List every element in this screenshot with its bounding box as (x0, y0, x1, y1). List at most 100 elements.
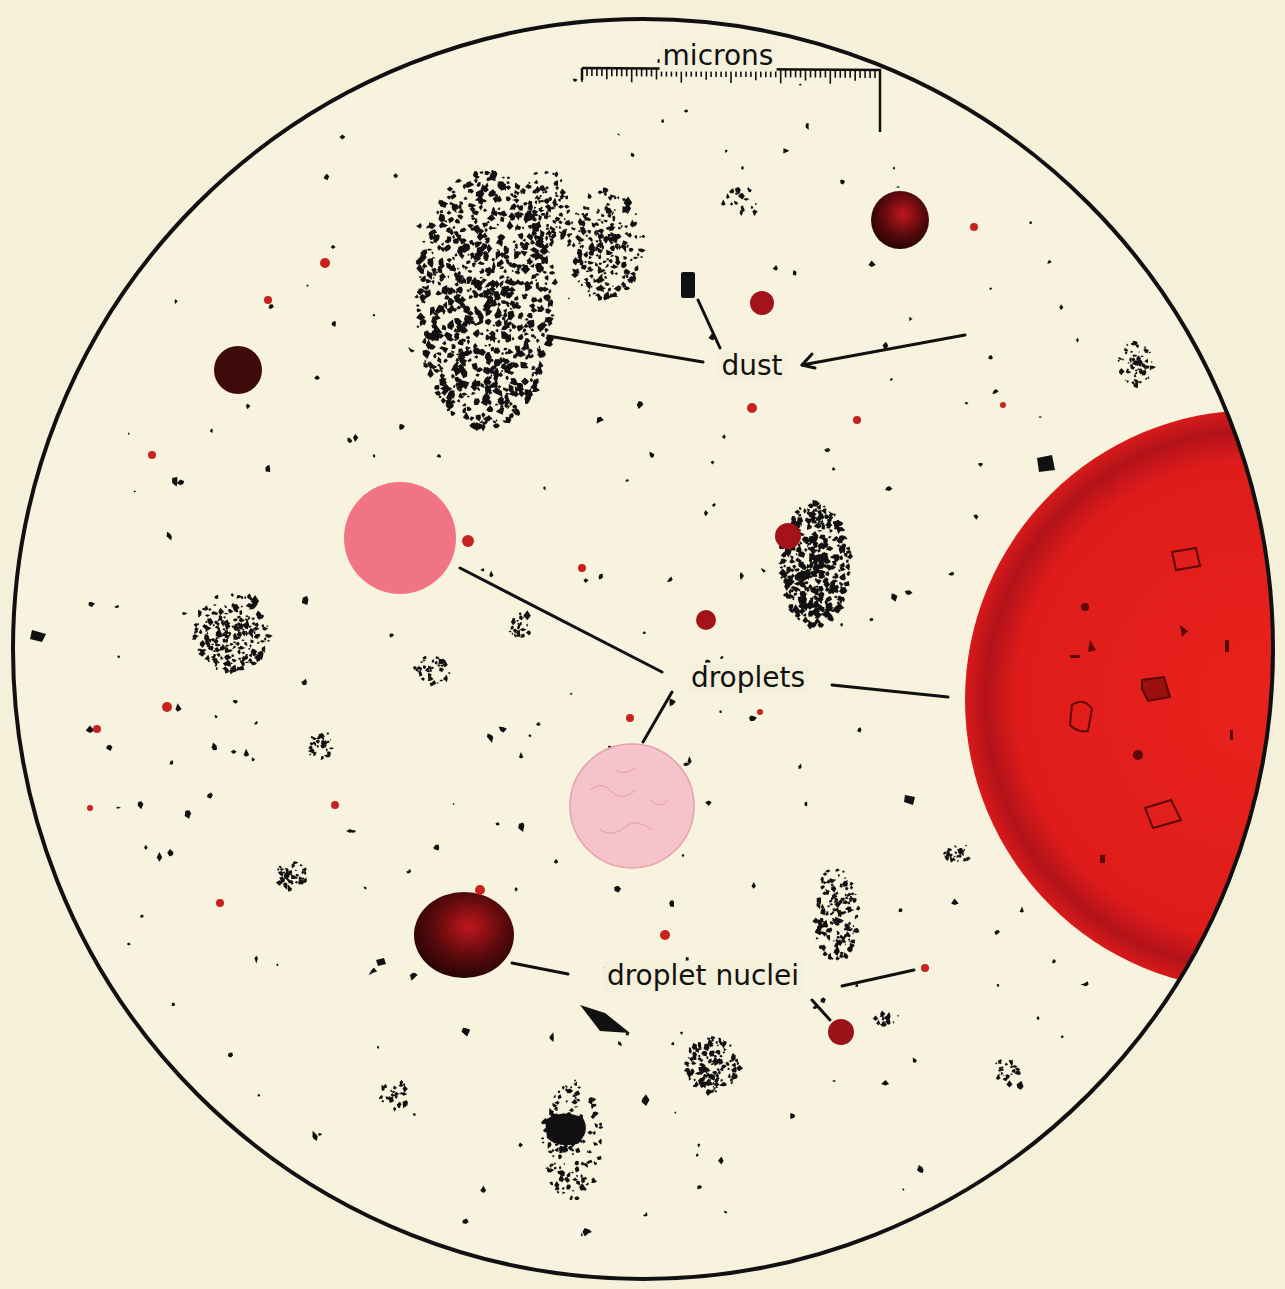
dust-speck (791, 574, 794, 579)
dust-speck (571, 221, 573, 225)
dust-speck (790, 586, 799, 593)
dust-speck (262, 627, 268, 631)
dust-speck (503, 387, 510, 392)
dust-speck (572, 242, 576, 247)
dust-speck (847, 553, 853, 560)
dust-speck (538, 221, 540, 225)
dust-speck (475, 211, 478, 216)
dust-speck (510, 308, 513, 310)
dust-speck (505, 285, 511, 292)
dust-speck (845, 563, 850, 571)
dust-speck (213, 654, 216, 657)
dust-speck (435, 310, 441, 314)
dust-speck (453, 368, 460, 374)
dust-speck (794, 572, 799, 578)
dust-speck (233, 641, 236, 643)
dust-speck (559, 213, 563, 217)
dust-speck (518, 281, 524, 285)
dust-speck (456, 362, 459, 365)
dust-speck (242, 632, 246, 637)
dust-speck (427, 270, 433, 280)
dust-speck (582, 213, 584, 216)
dust-speck (788, 608, 793, 613)
dust-speck (501, 370, 503, 372)
dust-speck (481, 412, 485, 418)
dust-speck (783, 565, 786, 568)
dust-speck (473, 329, 480, 336)
dust-speck (205, 642, 210, 648)
dust-speck (483, 300, 491, 312)
dust-speck (441, 387, 448, 395)
dust-speck (523, 202, 528, 206)
dust-speck (424, 330, 430, 339)
dust-speck (511, 301, 516, 306)
dust-speck (577, 249, 582, 254)
dust-speck (846, 559, 849, 563)
dust-speck (472, 264, 475, 268)
dust-speck (622, 206, 628, 212)
dust-speck (625, 232, 630, 235)
dust-speck (240, 660, 244, 664)
dust-speck (541, 333, 545, 337)
dust-speck (481, 187, 484, 190)
dust-speck (486, 272, 490, 276)
dust-speck (470, 242, 475, 246)
dust-speck (508, 212, 516, 219)
dust-speck (544, 171, 549, 174)
inclusions (1070, 603, 1233, 863)
dust-speck (475, 279, 481, 289)
dust-speck (549, 289, 552, 293)
dust-speck (470, 385, 475, 390)
dust-speck (471, 255, 476, 260)
dust-speck (803, 613, 807, 616)
dust-speck (640, 256, 644, 258)
dust-speck (194, 627, 198, 633)
dust-speck (240, 646, 242, 649)
dust-speck (430, 307, 435, 316)
dust-speck (541, 257, 546, 261)
dust-speck (842, 529, 845, 531)
dust-speck (546, 227, 549, 230)
dust-speck (531, 247, 538, 252)
dust-speck (467, 339, 470, 345)
dust-speck (589, 256, 592, 260)
dust-speck (842, 870, 845, 872)
dust-speck (538, 345, 540, 349)
dust-speck (819, 606, 823, 611)
dust-speck (452, 235, 455, 240)
dust-speck (813, 595, 817, 598)
dust-speck (488, 189, 496, 197)
dust-speck (501, 352, 503, 355)
dust-speck (822, 506, 826, 508)
dust-speck (479, 292, 485, 297)
dust-speck (830, 921, 834, 925)
dust-speck (453, 194, 457, 198)
dust-speck (471, 182, 474, 186)
dust-speck (491, 175, 496, 181)
dust-speck (432, 315, 440, 321)
dust-speck (532, 232, 535, 235)
dust-speck (540, 206, 543, 209)
dust-speck (422, 241, 426, 243)
dust-speck (562, 191, 566, 194)
dust-speck (457, 339, 463, 345)
dust-speck (520, 323, 522, 327)
dust-speck (534, 226, 536, 227)
dust-speck (613, 287, 617, 290)
dust-speck (440, 370, 443, 373)
dust-speck (554, 183, 556, 186)
dust-speck (509, 329, 512, 333)
dust-speck (613, 264, 615, 267)
dust-speck (216, 628, 222, 638)
dust-speck (494, 359, 500, 367)
dust-speck (603, 188, 609, 193)
dust-speck (479, 294, 481, 296)
dust-speck (491, 347, 495, 352)
dust-speck (433, 369, 441, 373)
dust-speck (443, 203, 446, 208)
dust-speck (537, 197, 541, 200)
dust-speck (559, 225, 562, 229)
dust-speck (624, 287, 630, 291)
dust-speck (612, 219, 615, 221)
dust-speck (594, 278, 597, 283)
